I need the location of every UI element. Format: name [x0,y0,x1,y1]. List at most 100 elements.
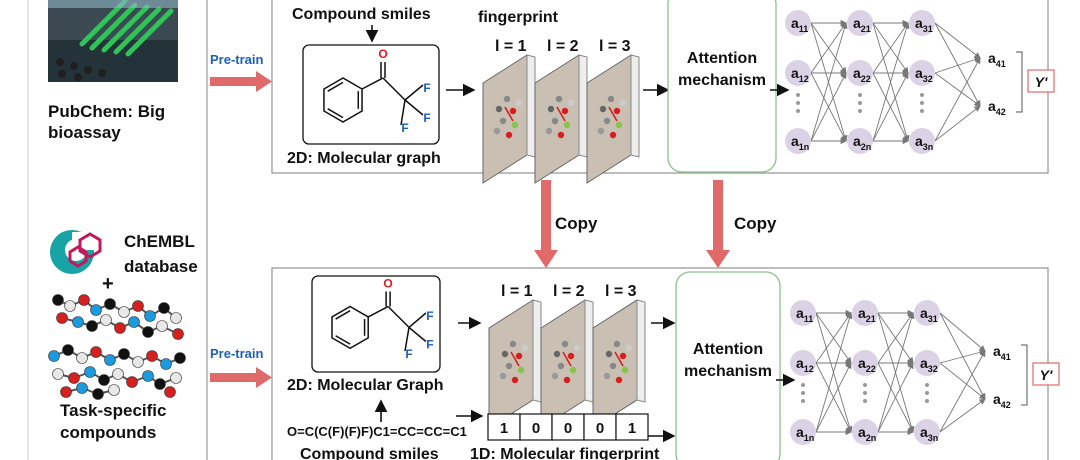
network-edge [877,312,914,364]
network-edge [939,362,986,400]
cf-bond [404,99,424,116]
output-label: Y' [1040,367,1053,383]
layer-edge [532,299,542,403]
output-node-label: a42 [988,98,1006,117]
atom-dot [603,117,611,125]
compound-atom [158,302,170,314]
layer-label: l = 3 [599,38,631,55]
ring-double-bond [327,108,344,119]
compound-atom [174,352,186,364]
bottom-attention-label-1: Attention [693,341,763,358]
atom-dot [561,107,569,115]
fp-bit-cell [615,413,649,441]
network-edge [934,105,981,142]
layer-edge [630,54,640,158]
layer-label: l = 1 [501,283,533,300]
atom-dot [561,340,569,348]
atom-dot [493,127,501,135]
ellipsis-dot [796,101,800,105]
atom-dot [597,127,605,135]
network-edge [872,72,909,142]
bottom-fingerprint-label: 1D: Molecular fingerprint [470,446,660,460]
compound-atom [76,352,88,364]
network-node [909,128,935,154]
output-label: Y' [1035,74,1048,90]
atom-dot [503,95,511,103]
ellipsis-dot [863,383,867,387]
atom-dot [505,131,513,139]
atom-dot [619,352,627,360]
atom-dot [557,362,565,370]
fingerprint-layer: l = 3 [592,283,646,429]
compound-atom [146,350,158,362]
compound-atom [98,374,110,386]
attention-arrow [504,106,514,122]
oxygen-atom: O [378,47,387,61]
fp-bit-value: 0 [532,420,540,437]
network-node [852,419,878,445]
network-node [790,300,816,326]
fp-bit-value: 0 [564,420,572,437]
layer-edge [526,54,536,158]
pretrain-label-top: Pre-train [210,52,264,67]
compound-atom [56,312,68,324]
compound-atom [128,316,140,328]
atom-dot [563,376,571,384]
atom-dot [515,99,523,107]
atom-dot [521,344,529,352]
atom-dot [499,117,507,125]
atom-dot [609,362,617,370]
top-graph-label: 2D: Molecular graph [287,150,441,167]
bottom-graph-label: 2D: Molecular Graph [287,377,443,394]
compound-atom [92,388,104,400]
atom-dot [603,372,611,380]
layer-label: l = 2 [553,283,585,300]
bond [382,77,406,101]
network-node [914,350,940,376]
oxygen-atom: O [383,277,392,291]
fp-bit-value: 1 [628,420,636,437]
attention-arrow [556,106,566,122]
network-node [790,419,816,445]
atom-dot [609,131,617,139]
network-edge [934,57,981,142]
atom-dot [621,366,629,374]
atom-dot [547,105,555,113]
attention-arrow [608,106,618,122]
network-node [852,350,878,376]
compound-atom [126,376,138,388]
compound-atom [52,294,64,306]
bottom-molecule-box [311,275,441,373]
network-edge [815,312,852,364]
network-edge [934,72,981,107]
atom-dot [557,131,565,139]
compound-atom [142,326,154,338]
bond [361,77,384,90]
network-node [785,128,811,154]
ring-double-bond [335,335,351,345]
top-fingerprint-label: fingerprint [478,9,559,26]
pubchem-photo [48,0,178,82]
cf-bond [404,84,424,101]
fingerprint-layer: l = 2 [534,38,588,184]
network-edge [815,362,852,433]
network-edge [872,22,909,74]
compound-atom [86,320,98,332]
atom-dot [613,107,621,115]
bond [367,305,389,318]
compound-atom [142,370,154,382]
ellipsis-dot [858,109,862,113]
network-edge [877,362,914,433]
pubchem-label-2: bioassay [48,123,121,142]
pretrain-arrow-top: Pre-train [210,52,272,92]
ellipsis-dot [858,93,862,97]
fingerprint-layer: l = 1 [488,283,542,429]
compound-atom [76,382,88,394]
fp-bit-cell [487,413,521,441]
ellipsis-dot [801,383,805,387]
output-bracket [1016,51,1023,113]
network-edge [934,56,981,74]
